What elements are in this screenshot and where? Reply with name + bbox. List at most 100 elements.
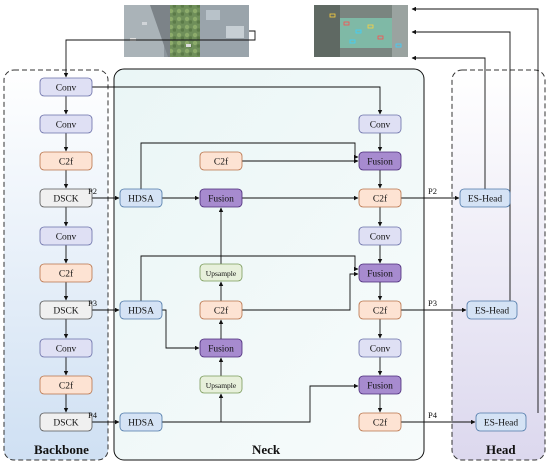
node-r-conv3: Conv xyxy=(358,338,402,358)
node-box xyxy=(199,300,243,320)
node-label: Conv xyxy=(370,232,391,242)
node-h-es1: ES-Head xyxy=(459,188,511,208)
node-label: ES-Head xyxy=(475,306,510,316)
edge-input-to-conv xyxy=(63,30,256,78)
node-label: C2f xyxy=(59,268,74,279)
node-box xyxy=(358,338,402,358)
node-label: HDSA xyxy=(128,194,154,204)
node-b-dsck2: DSCK xyxy=(39,300,93,320)
node-box xyxy=(358,300,402,320)
node-r-fusion2: Fusion xyxy=(358,263,402,283)
node-b-c2f2: C2f xyxy=(39,263,93,283)
node-box xyxy=(475,412,527,432)
node-h-es3: ES-Head xyxy=(475,412,527,432)
node-box xyxy=(358,412,402,432)
node-b-conv2: Conv xyxy=(39,114,93,134)
node-label: C2f xyxy=(373,305,388,316)
node-n-hdsa1: HDSA xyxy=(119,188,163,208)
edge-conv-skip xyxy=(92,86,383,115)
node-label: Fusion xyxy=(367,381,393,391)
node-label: Upsample xyxy=(206,381,237,390)
port-label-p4-backbone: P4 xyxy=(88,410,98,420)
node-box xyxy=(39,338,93,358)
node-label: Conv xyxy=(56,232,77,242)
node-r-conv1: Conv xyxy=(358,114,402,134)
node-label: HDSA xyxy=(128,418,154,428)
node-b-conv3: Conv xyxy=(39,226,93,246)
edge-c2f-mid-to-right-fusion xyxy=(242,271,359,311)
edge-eshead3-to-output xyxy=(411,6,539,413)
node-box xyxy=(466,300,518,320)
node-box xyxy=(39,77,93,97)
node-label: C2f xyxy=(214,305,229,316)
node-label: ES-Head xyxy=(468,194,503,204)
node-label: Conv xyxy=(56,344,77,354)
node-label: ES-Head xyxy=(484,418,519,428)
node-box xyxy=(358,151,402,171)
node-box xyxy=(119,300,163,320)
edge-hdsa2-to-fusion-mid xyxy=(162,309,200,351)
node-box xyxy=(39,375,93,395)
node-label: DSCK xyxy=(53,306,78,316)
node-box xyxy=(199,375,243,394)
node-box xyxy=(39,114,93,134)
node-box xyxy=(199,188,243,208)
node-label: Upsample xyxy=(206,269,237,278)
node-label: Fusion xyxy=(367,269,393,279)
edge-eshead1-to-output xyxy=(411,55,486,189)
node-n-ups1: Upsample xyxy=(199,263,243,282)
port-label-p4-head: P4 xyxy=(428,410,438,420)
node-n-c2f-mid: C2f xyxy=(199,300,243,320)
node-n-ups2: Upsample xyxy=(199,375,243,394)
node-r-conv2: Conv xyxy=(358,226,402,246)
edge-hdsa2-to-right-fusion xyxy=(140,255,359,301)
head-label: Head xyxy=(486,442,516,457)
node-label: Fusion xyxy=(367,157,393,167)
node-b-c2f3: C2f xyxy=(39,375,93,395)
node-label: DSCK xyxy=(53,418,78,428)
node-n-fusion-mid: Fusion xyxy=(199,338,243,358)
node-box xyxy=(39,188,93,208)
node-label: Fusion xyxy=(208,344,234,354)
edge-hdsa3-to-right-fusion xyxy=(221,383,359,423)
node-box xyxy=(39,300,93,320)
node-box xyxy=(199,151,243,171)
node-label: C2f xyxy=(214,156,229,167)
node-h-es2: ES-Head xyxy=(466,300,518,320)
node-b-dsck1: DSCK xyxy=(39,188,93,208)
node-r-c2f2: C2f xyxy=(358,300,402,320)
node-box xyxy=(199,338,243,358)
nodes: ConvConvC2fDSCKConvC2fDSCKConvC2fDSCKHDS… xyxy=(39,77,527,432)
neck-panel: Neck xyxy=(113,68,425,461)
node-r-c2f1: C2f xyxy=(358,188,402,208)
port-labels: P2 P3 P4 P2 P3 P4 xyxy=(88,186,438,420)
node-label: Conv xyxy=(370,120,391,130)
input-image xyxy=(124,5,249,57)
node-label: C2f xyxy=(59,380,74,391)
node-b-c2f1: C2f xyxy=(39,151,93,171)
node-b-conv1: Conv xyxy=(39,77,93,97)
node-box xyxy=(358,188,402,208)
node-box xyxy=(39,263,93,283)
node-box xyxy=(358,263,402,283)
node-label: Conv xyxy=(56,120,77,130)
node-box xyxy=(39,412,93,432)
node-box xyxy=(39,151,93,171)
backbone-label: Backbone xyxy=(34,442,89,457)
node-box xyxy=(358,114,402,134)
node-r-c2f3: C2f xyxy=(358,412,402,432)
node-box xyxy=(199,263,243,282)
node-b-conv4: Conv xyxy=(39,338,93,358)
node-r-fusion1: Fusion xyxy=(358,151,402,171)
node-n-hdsa3: HDSA xyxy=(119,412,163,432)
node-b-dsck3: DSCK xyxy=(39,412,93,432)
node-n-hdsa2: HDSA xyxy=(119,300,163,320)
edge-hdsa1-to-right-fusion xyxy=(140,142,359,189)
node-n-fusion-top: Fusion xyxy=(199,188,243,208)
node-label: Conv xyxy=(56,83,77,93)
node-n-c2f-top: C2f xyxy=(199,151,243,171)
port-label-p2-backbone: P2 xyxy=(88,186,97,196)
node-box xyxy=(459,188,511,208)
port-label-p3-head: P3 xyxy=(428,298,437,308)
